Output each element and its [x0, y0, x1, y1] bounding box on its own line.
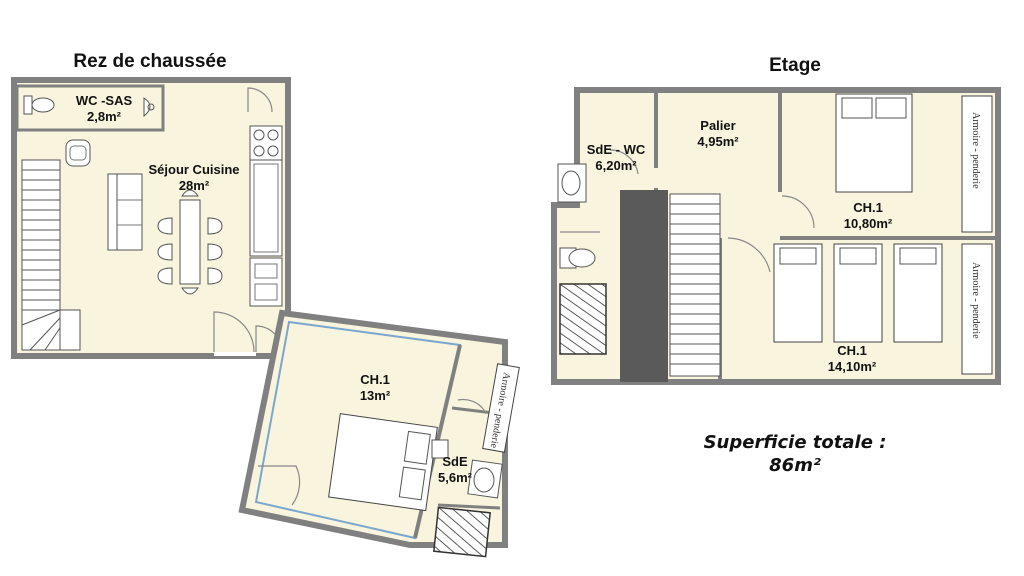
ground-bedroom-block: Armoire - penderie: [238, 309, 520, 558]
total-area-label: Superficie totale :: [703, 432, 887, 453]
upper-wardrobe-top: Armoire - penderie: [961, 95, 993, 233]
wc-toilet: [23, 95, 55, 115]
upper-single-bed-2: [833, 243, 883, 343]
kitchen-counter: [249, 125, 283, 307]
upper-double-bed: [835, 93, 913, 193]
room-label-sde-wc: SdE - WC 6,20m²: [578, 142, 654, 175]
upper-wardrobe-top-label: Armoire - penderie: [970, 112, 981, 189]
room-label-palier: Palier 4,95m²: [680, 118, 756, 151]
room-name: CH.1: [360, 372, 390, 387]
sofa: [107, 173, 143, 251]
ground-entry-door: [247, 87, 273, 113]
room-name: WC -SAS: [75, 93, 133, 108]
room-area: 4,95m²: [697, 134, 739, 150]
room-area: 10,80m²: [843, 216, 893, 232]
room-name: CH.1: [837, 343, 867, 358]
room-area: 28m²: [178, 178, 210, 194]
upper-single-bed-3: [893, 243, 943, 343]
upper-floor-title: Etage: [769, 55, 821, 76]
room-name: SdE: [442, 454, 468, 469]
upper-sde-sink: [557, 163, 587, 203]
wc-sink: [143, 97, 155, 118]
total-area: Superficie totale : 86m²: [690, 432, 900, 477]
upper-stairwell-void: [620, 190, 668, 382]
upper-shower: [559, 283, 607, 355]
armchair: [65, 139, 91, 167]
room-name: Séjour Cuisine: [148, 162, 240, 177]
room-label-wc-sas: WC -SAS 2,8m²: [64, 93, 144, 126]
upper-single-bed-1: [773, 243, 823, 343]
upper-floor-plan: Armoire - penderie Armoire - penderie: [551, 87, 1001, 385]
room-area: 13m²: [359, 388, 391, 404]
dining-table: [157, 189, 223, 295]
ground-sde-sink: [467, 459, 503, 499]
room-area: 14,10m²: [827, 359, 877, 375]
room-name: CH.1: [853, 200, 883, 215]
room-label-ch1-upper-a: CH.1 10,80m²: [830, 200, 906, 233]
total-area-value: 86m²: [769, 454, 821, 476]
room-area: 2,8m²: [87, 109, 121, 125]
ground-floor-title: Rez de chaussée: [73, 51, 227, 72]
room-label-sejour: Séjour Cuisine 28m²: [134, 162, 254, 195]
room-label-ch1-upper-b: CH.1 14,10m²: [812, 343, 892, 376]
room-label-ch1-ground: CH.1 13m²: [340, 372, 410, 405]
upper-wc-toilet: [559, 247, 596, 269]
ground-bed: [328, 413, 438, 512]
ground-interior-door: [213, 311, 255, 353]
upper-wardrobe-bottom: Armoire - penderie: [961, 243, 993, 375]
room-area: 6,20m²: [595, 158, 637, 174]
upper-wardrobe-bottom-label: Armoire - penderie: [970, 262, 981, 339]
room-name: SdE - WC: [586, 142, 646, 157]
room-area: 5,6m²: [438, 470, 472, 486]
ground-floor-plan: [11, 77, 291, 359]
ground-shower: [433, 506, 491, 558]
room-label-sde-ground: SdE 5,6m²: [430, 454, 480, 487]
upper-staircase: [669, 193, 721, 377]
room-name: Palier: [700, 118, 736, 133]
ground-staircase: [21, 159, 81, 351]
